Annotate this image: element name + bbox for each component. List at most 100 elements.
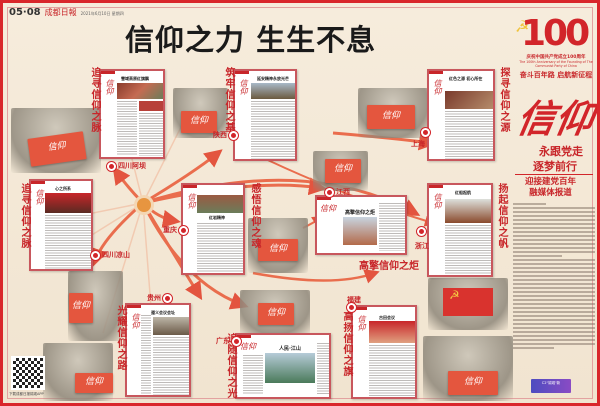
location-zhejiang-label: 浙江 xyxy=(415,241,429,251)
np-headline: 遵义会议会址 xyxy=(151,310,175,316)
masthead: 05·08 成都日報 2021年6月10日 星期四 xyxy=(9,7,124,18)
banner-jiangxi: 信仰 xyxy=(325,159,361,183)
banner-guangdong: 信仰 xyxy=(258,303,294,325)
np-headline: 雪域高原红旗飘 xyxy=(121,76,149,82)
motto-line-2: 逐梦前行 xyxy=(533,160,577,173)
np-logo: 信仰 xyxy=(187,193,196,209)
section-title-shanghai: 探寻信仰之源 xyxy=(498,67,509,133)
location-guangdong: 广东 xyxy=(216,336,241,346)
article-body xyxy=(513,201,595,351)
newspaper-aba[interactable]: 信仰 雪域高原红旗飘 xyxy=(99,69,165,159)
np-headline: 古田会议 xyxy=(379,315,395,321)
newspaper-guizhou[interactable]: 信仰 遵义会议会址 xyxy=(125,303,191,397)
location-label: 陕西 xyxy=(213,131,227,139)
anniversary-en: The 100th Anniversary of the Founding of… xyxy=(519,60,593,68)
np-logo: 信仰 xyxy=(239,79,248,95)
location-shaanxi: 陕西 xyxy=(213,130,238,140)
np-headline: 心之所系 xyxy=(55,186,71,192)
newspaper-guangdong[interactable]: 信仰 人民·江山 xyxy=(235,333,331,399)
np-logo: 信仰 xyxy=(105,79,114,95)
centenary-logo: ☭ 100 xyxy=(515,13,595,63)
location-zhejiang xyxy=(417,227,426,236)
hammer-sickle-icon: ☭ xyxy=(515,17,530,36)
centenary-number: 100 xyxy=(521,13,590,54)
anniversary-cn: 庆祝中国共产党成立100周年 xyxy=(526,55,586,60)
np-headline: 高擎信仰之炬 xyxy=(345,209,376,216)
np-headline: 红岩精神 xyxy=(209,215,225,221)
location-pin-icon xyxy=(421,128,430,137)
newspaper-chongqing[interactable]: 信仰 红岩精神 xyxy=(181,183,245,275)
np-logo: 信仰 xyxy=(433,79,442,95)
newspaper-fujian[interactable]: 信仰 古田会议 xyxy=(351,305,417,399)
section-title-aba: 追寻信仰之脉 xyxy=(89,67,100,133)
party-flag: ☭ xyxy=(443,288,493,316)
section-title-liangshan: 追寻信仰之脉 xyxy=(19,183,30,249)
page-headline: 信仰之力 生生不息 xyxy=(125,23,377,57)
location-chongqing: 重庆 xyxy=(163,225,188,235)
np-headline: 人民·江山 xyxy=(279,345,301,352)
sub-motto-line-1: 迎接建党百年 xyxy=(525,177,577,187)
section-title-guizhou: 光耀信仰之路 xyxy=(115,305,126,371)
newspaper-jiangxi[interactable]: 信仰 高擎信仰之炬 xyxy=(315,195,407,255)
location-pin-icon xyxy=(417,227,426,236)
np-headline: 延安精神永放光芒 xyxy=(257,76,289,82)
np-logo: 信仰 xyxy=(35,189,44,205)
location-shanghai xyxy=(421,128,430,137)
paper-logo: 成都日報 xyxy=(44,8,77,17)
media-badge[interactable]: C2"锦观"新 xyxy=(531,379,571,393)
newspaper-zhejiang[interactable]: 信仰 红船起航 xyxy=(427,183,493,277)
location-label: 重庆 xyxy=(163,226,177,234)
location-label: 福建 xyxy=(347,296,361,304)
location-pin-icon xyxy=(91,250,100,260)
section-title-fujian: 高扬信仰之旗 xyxy=(341,311,352,377)
location-label: 上海 xyxy=(411,140,425,148)
media-badge-label: C2"锦观"新 xyxy=(541,381,561,385)
location-pin-icon xyxy=(163,293,172,303)
issue-date: 2021年6月10日 星期四 xyxy=(80,11,124,16)
sub-motto: 迎接建党百年 融媒体报道 xyxy=(525,177,576,199)
location-fujian: 福建 xyxy=(347,295,361,305)
location-pin-icon xyxy=(347,303,356,312)
np-headline: 红色之源 初心所在 xyxy=(449,76,483,82)
location-shanghai-label: 上海 xyxy=(411,139,425,149)
location-pin-icon xyxy=(229,130,238,140)
banner-shaanxi: 信仰 xyxy=(181,111,217,133)
anniversary-slogan: 奋斗百年路 启航新征程 xyxy=(519,70,593,79)
location-label: 贵州 xyxy=(147,294,161,302)
newspaper-liangshan[interactable]: 信仰 心之所系 xyxy=(29,179,93,271)
location-pin-icon xyxy=(107,161,116,171)
np-headline: 红船起航 xyxy=(455,190,471,196)
location-label: 四川凉山 xyxy=(102,251,130,259)
section-title-guangdong: 追随信仰之光 xyxy=(225,333,236,399)
section-title-chongqing: 感悟信仰之魂 xyxy=(249,183,260,249)
location-label: 浙江 xyxy=(415,242,429,250)
section-title-jiangxi: 高擎信仰之炬 xyxy=(359,261,419,272)
banner-bottom-left: 信仰 xyxy=(75,373,113,393)
np-logo: 信仰 xyxy=(357,315,366,331)
qr-caption: 下载成都日报锦观APP xyxy=(9,392,44,396)
banner-shanghai: 信仰 xyxy=(367,105,415,129)
divider xyxy=(515,174,593,175)
sub-motto-line-2: 融媒体报道 xyxy=(529,188,572,198)
column-title: 信仰 xyxy=(513,96,598,141)
np-logo: 信仰 xyxy=(131,313,140,329)
newspaper-shanghai[interactable]: 信仰 红色之源 初心所在 xyxy=(427,69,495,161)
location-pin-icon xyxy=(179,225,188,235)
banner-fujian: 信仰 xyxy=(448,371,498,395)
np-logo: 信仰 xyxy=(240,342,256,351)
location-fujian-pin xyxy=(347,303,356,312)
motto-line-1: 永跟党走 xyxy=(539,145,583,158)
np-logo: 信仰 xyxy=(320,204,336,213)
banner-guizhou: 信仰 xyxy=(69,293,93,323)
location-label: 广东 xyxy=(216,337,230,345)
qr-code[interactable] xyxy=(11,356,45,390)
location-pin-icon xyxy=(232,336,241,346)
motto: 永跟党走 逐梦前行 xyxy=(533,144,583,174)
banner-chongqing: 信仰 xyxy=(258,239,298,261)
location-label: 江西 xyxy=(336,188,350,196)
anniversary-text: 庆祝中国共产党成立100周年 The 100th Anniversary of … xyxy=(511,54,597,80)
section-title-shaanxi: 筑牢信仰之基 xyxy=(223,67,234,133)
center-sun-icon xyxy=(137,198,151,212)
newspaper-shaanxi[interactable]: 信仰 延安精神永放光芒 xyxy=(233,69,297,161)
